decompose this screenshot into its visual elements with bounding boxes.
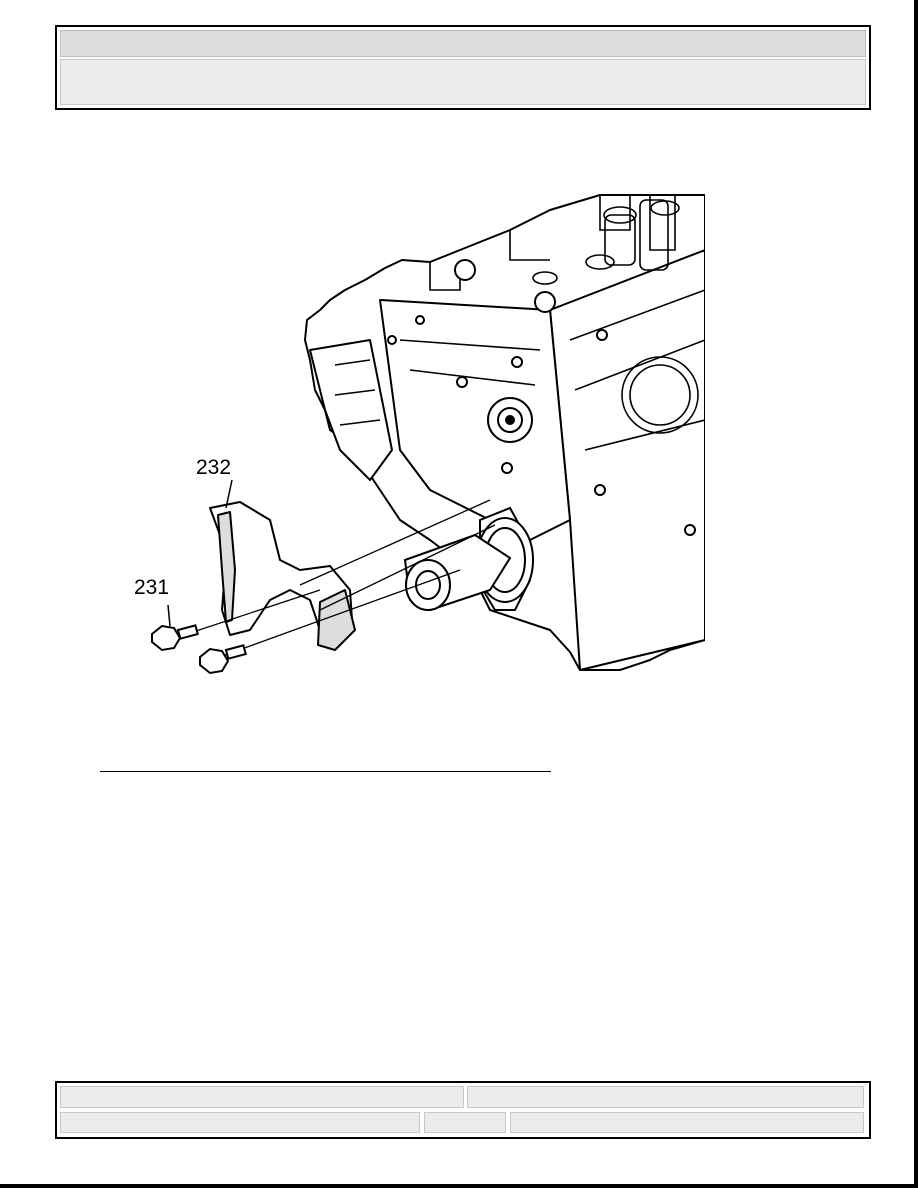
callout-231: 231 (134, 576, 170, 599)
footer-cell-top-left (60, 1086, 464, 1108)
callout-232: 232 (196, 456, 232, 479)
footer-box (55, 1081, 871, 1139)
footer-cell-bottom-right (510, 1112, 864, 1133)
section-rule (100, 771, 551, 772)
header-box (55, 25, 871, 110)
engine-block-illustration (151, 194, 706, 675)
footer-cell-bottom-left (60, 1112, 420, 1133)
footer-cell-bottom-middle (424, 1112, 506, 1133)
header-title-bar (60, 30, 866, 57)
header-subtitle-bar (60, 59, 866, 105)
engine-figure: 232 231 (130, 190, 706, 680)
footer-cell-top-right (467, 1086, 864, 1108)
